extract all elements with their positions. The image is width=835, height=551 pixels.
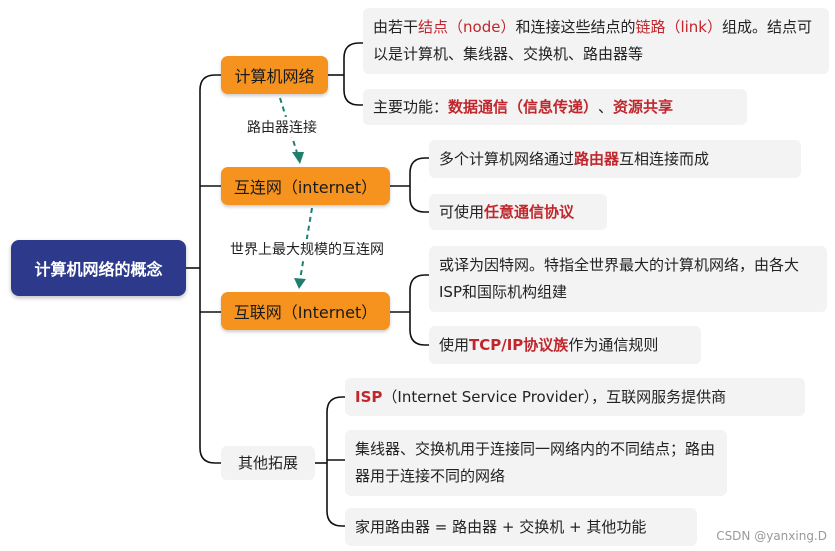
highlight-router: 路由器 [574, 149, 620, 168]
highlight-node: 结点（node） [418, 18, 516, 36]
leaf-text: 组成。结点可以是计算机、集线器、交换机、路由器等 [373, 18, 813, 63]
highlight-tcpip: TCP/IP协议族 [469, 335, 569, 354]
leaf-internet-lowercase-protocol: 可使用任意通信协议 [429, 194, 607, 230]
branch-internet-lowercase: 互连网（internet） [221, 167, 390, 205]
highlight-any-protocol: 任意通信协议 [484, 202, 575, 221]
leaf-text: （Internet Service Provider），互联网服务提供商 [382, 387, 727, 406]
leaf-isp: ISP（Internet Service Provider），互联网服务提供商 [345, 378, 805, 416]
leaf-text: 使用 [439, 335, 470, 354]
root-node: 计算机网络的概念 [11, 240, 186, 296]
branch-internet-uppercase: 互联网（Internet） [221, 292, 390, 330]
branch-computer-network: 计算机网络 [221, 56, 328, 94]
watermark: CSDN @yanxing.D [716, 529, 827, 543]
leaf-text: 互相连接而成 [619, 149, 710, 168]
leaf-computer-network-definition: 由若干结点（node）和连接这些结点的链路（link）组成。结点可以是计算机、集… [363, 8, 829, 74]
leaf-text: 作为通信规则 [568, 335, 659, 354]
branch-other-extensions: 其他拓展 [221, 446, 315, 480]
leaf-text: 、 [598, 97, 614, 116]
leaf-text: 主要功能： [373, 97, 449, 116]
leaf-hub-switch-router: 集线器、交换机用于连接同一网络内的不同结点；路由器用于连接不同的网络 [345, 430, 727, 496]
leaf-text: 和连接这些结点的 [515, 18, 636, 36]
leaf-internet-lowercase-definition: 多个计算机网络通过路由器互相连接而成 [429, 140, 801, 178]
leaf-text: 可使用 [439, 202, 485, 221]
highlight-isp: ISP [355, 387, 383, 406]
leaf-text: 由若干 [373, 18, 419, 36]
connector-caption-router: 路由器连接 [247, 117, 317, 137]
leaf-computer-network-function: 主要功能：数据通信（信息传递）、资源共享 [363, 89, 747, 125]
highlight-resource-sharing: 资源共享 [613, 97, 674, 116]
highlight-link: 链路（link） [635, 18, 722, 36]
leaf-home-router: 家用路由器 = 路由器 + 交换机 + 其他功能 [345, 508, 697, 546]
leaf-internet-uppercase-definition: 或译为因特网。特指全世界最大的计算机网络，由各大ISP和国际机构组建 [429, 246, 827, 312]
leaf-text: 多个计算机网络通过 [439, 149, 575, 168]
highlight-data-communication: 数据通信（信息传递） [448, 97, 599, 116]
connector-caption-largest: 世界上最大规模的互连网 [230, 239, 384, 259]
